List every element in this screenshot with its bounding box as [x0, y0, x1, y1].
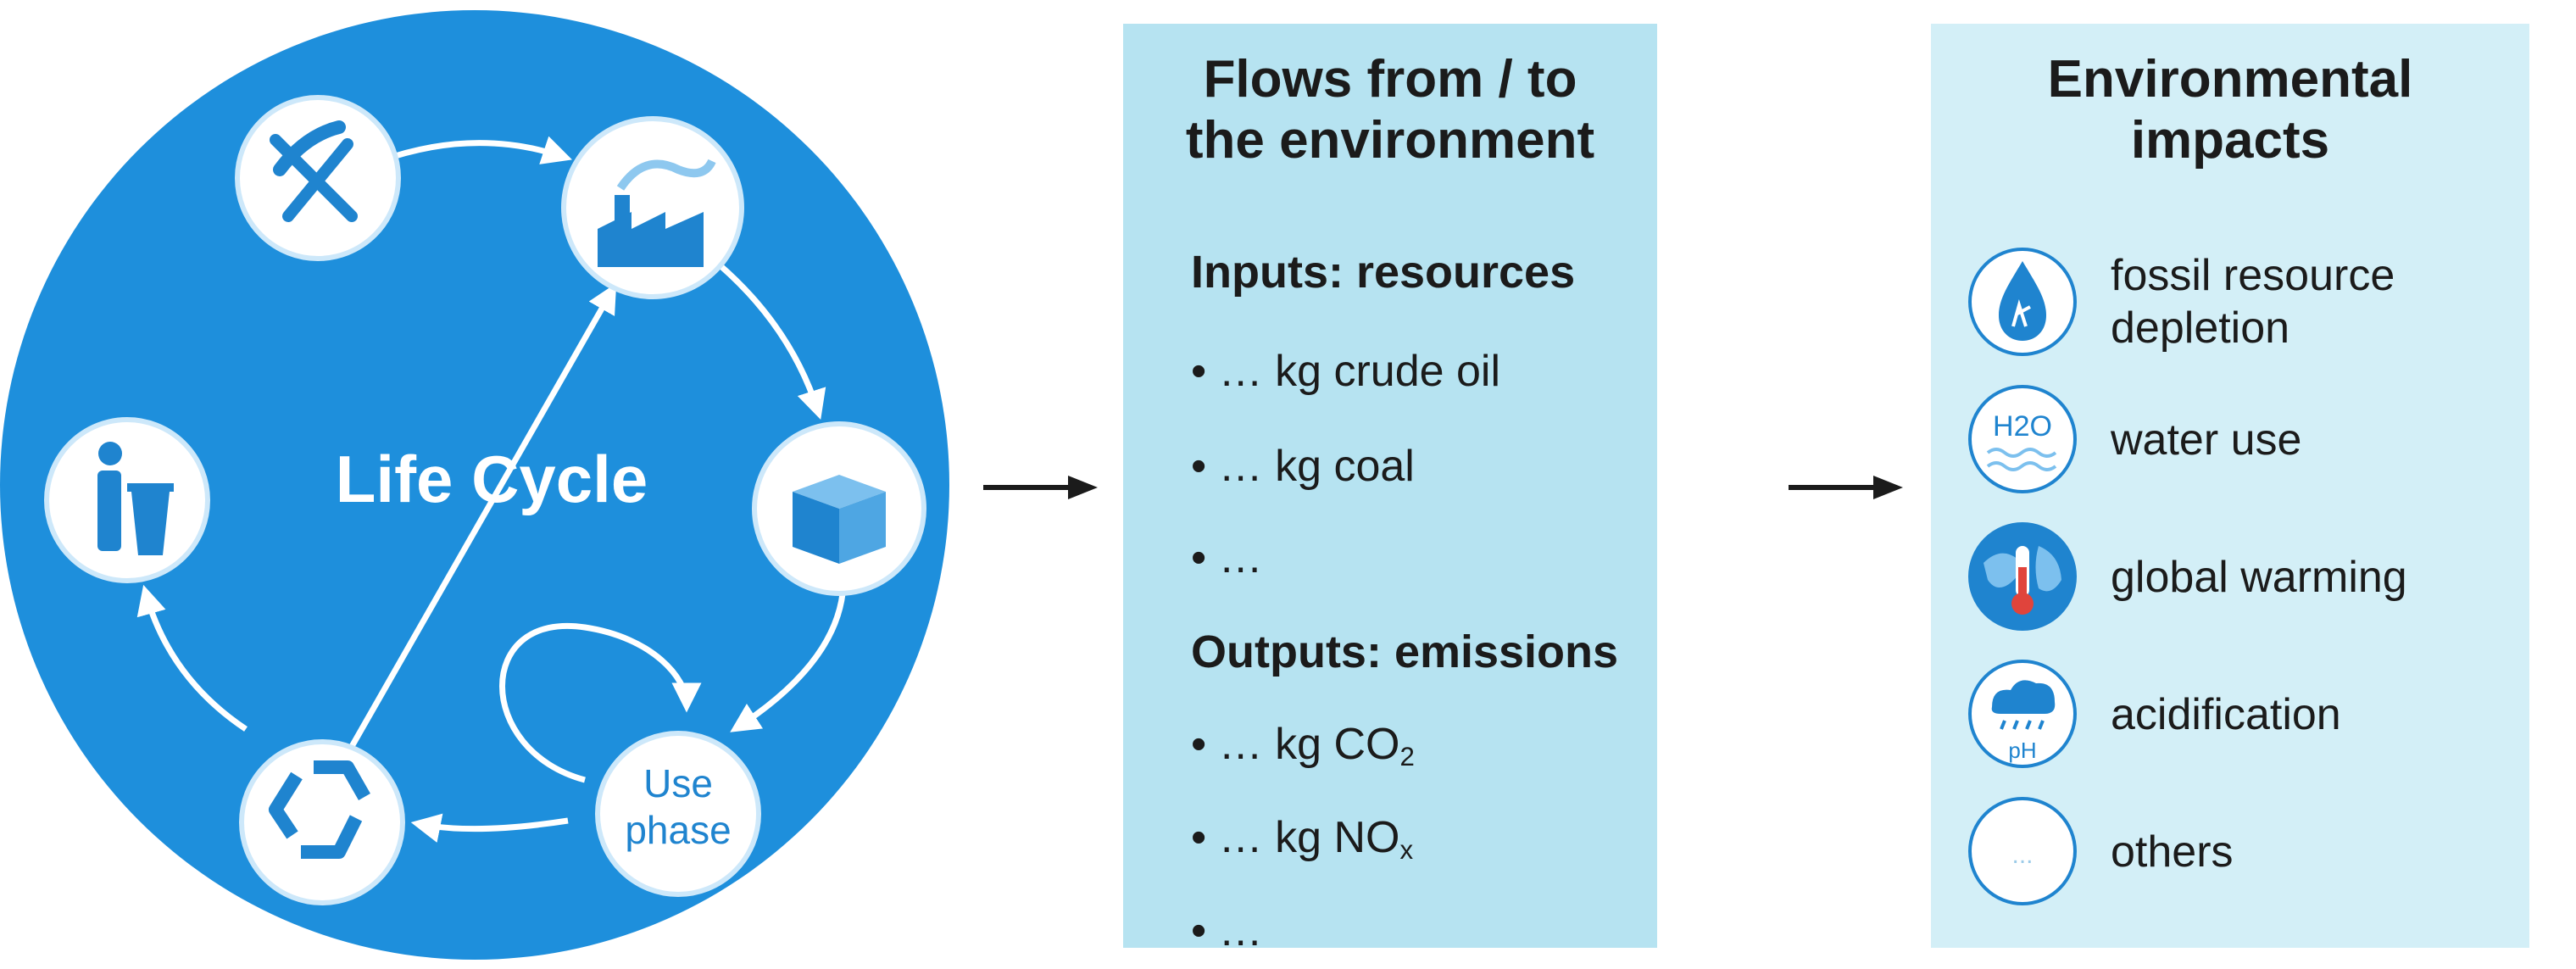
acid-rain-icon: pH: [1968, 660, 2077, 768]
oil-drop-icon: [1968, 248, 2077, 356]
globe-thermometer-icon: [1968, 522, 2077, 631]
impact-item-others: ... others: [1967, 795, 2509, 911]
impact-label: others: [2111, 827, 2234, 877]
output-item: • … kg NOx: [1191, 813, 1414, 865]
impact-item-global-warming: global warming: [1967, 521, 2509, 636]
ellipsis-icon: ...: [1968, 797, 2077, 905]
impacts-title-line1: Environmental: [2047, 50, 2413, 109]
stage-disposal: [44, 417, 210, 583]
impact-label-line2: depletion: [2111, 304, 2290, 353]
outputs-header: Outputs: emissions: [1191, 627, 1619, 677]
use-phase-label-line1: Use: [643, 761, 713, 805]
arrow-to-impacts: [1789, 476, 1903, 499]
flows-panel: Flows from / to the environment Inputs: …: [1123, 24, 1657, 955]
cycle-arrows: [136, 136, 847, 843]
impact-item-acidification: pH acidification: [1967, 658, 2509, 773]
stage-recycling: [239, 739, 405, 905]
input-item: • … kg crude oil: [1191, 347, 1501, 396]
impacts-panel: Environmental impacts fossil resource de…: [1931, 24, 2529, 948]
use-phase-label-line2: phase: [625, 808, 731, 852]
impact-label: global warming: [2111, 553, 2407, 602]
stage-extraction: [235, 95, 401, 261]
svg-text:H2O: H2O: [1993, 410, 2052, 443]
impact-label: water use: [2111, 415, 2302, 465]
life-cycle-diagram: Use phase Life Cycle: [0, 10, 949, 960]
inputs-header: Inputs: resources: [1191, 247, 1576, 298]
input-item: • …: [1191, 533, 1263, 582]
impact-item-fossil: fossil resource depletion: [1967, 246, 2509, 361]
svg-text:pH: pH: [2008, 738, 2036, 763]
factory-icon: [598, 159, 716, 267]
flows-title-line2: the environment: [1185, 111, 1595, 170]
stage-use-phase: Use phase: [595, 731, 761, 897]
flows-title-line1: Flows from / to: [1203, 50, 1577, 109]
arrow-to-flows: [983, 476, 1098, 499]
shovel-pickaxe-icon: [270, 120, 358, 222]
water-icon: H2O: [1968, 385, 2077, 493]
input-item: • … kg coal: [1191, 442, 1415, 491]
trash-bin-icon: [97, 442, 174, 555]
output-item: • … kg CO2: [1191, 720, 1415, 771]
impacts-title-line2: impacts: [2130, 111, 2330, 170]
impact-label: acidification: [2111, 690, 2341, 739]
life-cycle-title: Life Cycle: [336, 442, 648, 516]
svg-text:...: ...: [2011, 841, 2033, 869]
impact-label: fossil resource: [2111, 251, 2395, 300]
recycle-icon: [269, 760, 370, 859]
impact-item-water: H2O water use: [1967, 383, 2509, 498]
stage-distribution: [752, 421, 926, 596]
output-item: • …: [1191, 906, 1263, 955]
stage-manufacturing: [561, 116, 744, 299]
box-icon: [793, 475, 886, 564]
